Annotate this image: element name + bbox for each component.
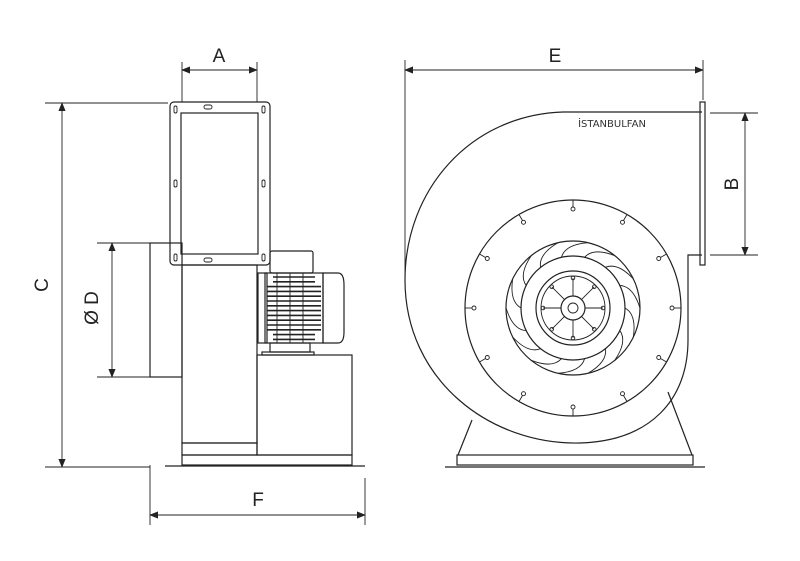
housing-body — [181, 264, 258, 444]
outlet-flange-front — [699, 101, 706, 266]
hub-spoke — [551, 316, 565, 330]
impeller-blade — [605, 265, 634, 280]
impeller-blade — [531, 358, 562, 365]
hub-bolt — [570, 275, 576, 281]
hub-spoke — [581, 316, 595, 330]
ring-bolt-stem — [660, 253, 667, 258]
front-view: İSTANBULFAN E B — [404, 46, 758, 468]
hub-bolt — [591, 284, 597, 290]
motor-pedestal — [256, 354, 353, 456]
housing-base — [181, 442, 258, 456]
motor — [257, 250, 345, 356]
impeller-blade — [557, 358, 586, 374]
ring-bolt-stem — [518, 395, 523, 402]
impeller-blade — [560, 242, 589, 258]
impeller-blade — [584, 251, 615, 258]
dimension-e-label: E — [549, 46, 562, 67]
hub-bolt — [540, 305, 546, 311]
ring-bolt-stem — [623, 395, 628, 402]
dimension-a-label: A — [213, 46, 226, 67]
blade-ring — [505, 240, 641, 376]
hub-ring — [535, 270, 611, 346]
brand-label: İSTANBULFAN — [578, 117, 646, 130]
ring-bolt — [570, 404, 576, 410]
ring-bolt — [656, 256, 662, 261]
volute-casing — [404, 111, 702, 444]
ring-bolt-stem — [518, 214, 523, 221]
impeller-blade — [512, 336, 541, 351]
ring-bolt — [521, 219, 526, 225]
ring-bolt-stem — [623, 214, 628, 221]
hub-spoke — [581, 286, 595, 300]
hub-bolt — [600, 305, 606, 311]
impeller-blade — [539, 242, 559, 268]
flange-holes — [173, 104, 266, 263]
hub — [560, 295, 586, 321]
base-plate — [181, 454, 353, 466]
ring-bolt — [471, 305, 477, 311]
ring-bolt — [484, 355, 490, 360]
impeller-blade — [511, 278, 522, 309]
ring-bolt — [620, 219, 625, 225]
dimension-c-label: C — [32, 278, 53, 292]
ring-bolt — [521, 391, 526, 397]
dimension-d-label: Ø D — [82, 291, 103, 325]
dimension-b-label: B — [722, 178, 743, 191]
hub-spoke — [551, 286, 565, 300]
ring-bolt — [669, 305, 675, 311]
ring-bolt — [656, 355, 662, 360]
ring-bolt — [484, 256, 490, 261]
ring-bolt — [620, 391, 625, 397]
ring-bolt — [570, 206, 576, 212]
impeller-blade — [522, 255, 532, 286]
hub-bolt — [570, 335, 576, 341]
ring-bolt-stem — [479, 253, 486, 258]
impeller-blade — [587, 348, 607, 374]
hub-bolt — [549, 284, 555, 290]
impeller-blade — [614, 330, 624, 361]
hub-bolt — [591, 326, 597, 332]
hub-bolt — [549, 326, 555, 332]
inlet-collar — [149, 242, 183, 378]
outlet-opening — [180, 112, 259, 255]
impeller-blade — [505, 307, 527, 332]
impeller — [464, 199, 682, 417]
front-base-plate — [456, 454, 694, 466]
impeller-blade — [619, 284, 641, 309]
ring-bolt-stem — [479, 358, 486, 363]
outlet-flange — [169, 101, 271, 266]
ring-bolt-stem — [660, 358, 667, 363]
impeller-outer-ring — [464, 199, 682, 417]
impeller-blade — [624, 307, 635, 338]
side-view: A C Ø D F — [32, 46, 366, 525]
shaft-bore — [567, 302, 579, 314]
dimension-f-label: F — [252, 490, 264, 511]
support-legs — [457, 391, 693, 456]
